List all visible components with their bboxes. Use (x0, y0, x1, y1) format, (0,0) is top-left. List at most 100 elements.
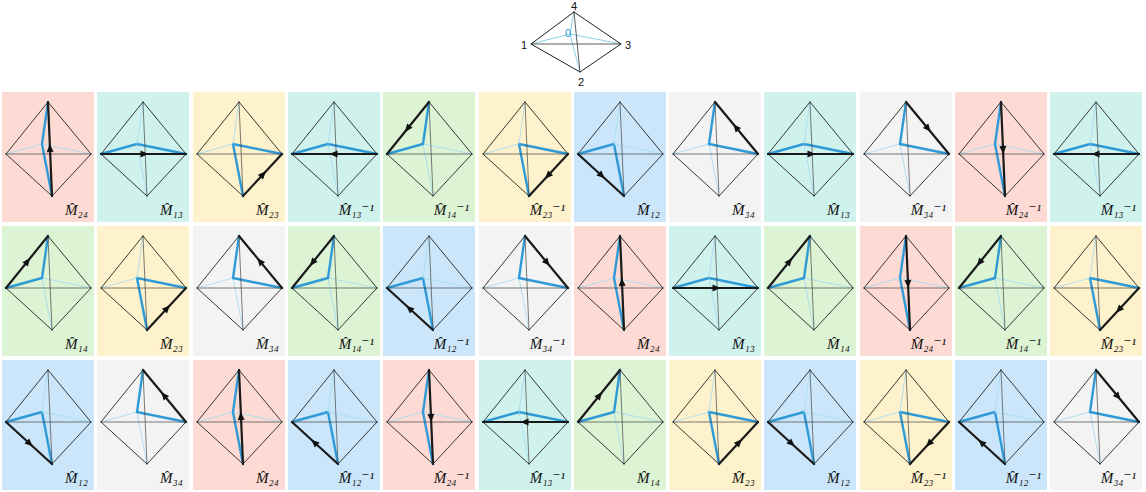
outer-edge (1005, 422, 1044, 464)
outer-edge (52, 422, 91, 464)
move-panel: M̂₁₃⁻¹ (479, 360, 571, 490)
move-label: M̂₂₃⁻¹ (911, 469, 946, 487)
center-edge (101, 144, 137, 154)
outer-edge (906, 102, 949, 154)
outer-edge (1001, 370, 1044, 422)
inner-edge (197, 422, 282, 423)
vertex-label: 1 (521, 39, 527, 51)
move-label: M̂₁₄ (637, 469, 660, 487)
move-panel: M̂₂₃ (193, 92, 285, 222)
move-label: M̂₂₃ (732, 469, 755, 487)
move-panel: M̂₁₄ (2, 226, 94, 356)
center-edge (864, 278, 900, 288)
center-edge (673, 278, 709, 288)
outer-edge (959, 154, 1005, 196)
move-panel: M̂₁₄ (574, 360, 666, 490)
arrow-head (162, 305, 170, 313)
outer-edge (864, 422, 910, 464)
inner-edge (239, 236, 243, 330)
outer-edge (1054, 288, 1100, 330)
move-panel: M̂₂₃ (97, 226, 189, 356)
inner-edge (525, 370, 529, 464)
outer-edge (959, 370, 1001, 422)
outer-edge (429, 236, 472, 288)
outer-edge (433, 154, 472, 196)
move-label: M̂₁₃ (732, 335, 755, 353)
outer-edge (101, 236, 143, 288)
arrow-head (904, 280, 911, 288)
move-panel: M̂₃₄⁻¹ (1050, 360, 1142, 490)
arrow-head (521, 419, 529, 426)
outer-edge (959, 102, 1001, 154)
outer-edge (48, 370, 91, 422)
center-edge (292, 144, 328, 154)
outer-edge (768, 288, 814, 330)
vertex-label: 4 (571, 0, 577, 12)
move-label: M̂₂₃⁻¹ (530, 201, 565, 219)
outer-edge (292, 370, 334, 422)
inner-edge (1054, 288, 1139, 289)
outer-edge (910, 154, 949, 196)
outer-edge (673, 370, 715, 422)
outer-edge (1054, 422, 1100, 464)
move-label: M̂₁₂⁻¹ (1006, 469, 1041, 487)
move-label: M̂₂₃ (160, 335, 183, 353)
path-edge (578, 154, 624, 196)
center-edge (959, 144, 995, 154)
outer-edge (197, 102, 239, 154)
inner-edge (959, 154, 1044, 155)
outer-edge (239, 370, 282, 422)
move-label: M̂₂₃⁻¹ (1101, 335, 1136, 353)
outer-edge (1001, 236, 1044, 288)
arrow-head (594, 392, 602, 400)
outer-edge (101, 102, 143, 154)
arrow-head (545, 170, 553, 178)
outer-edge (239, 236, 282, 288)
outer-edge (673, 422, 719, 464)
arrow-head (1092, 151, 1100, 158)
path-edge (239, 236, 282, 288)
outer-edge (529, 422, 568, 464)
inner-edge (906, 102, 910, 196)
center-edge (1054, 278, 1090, 288)
outer-edge (1001, 102, 1044, 154)
inner-edge (906, 370, 910, 464)
outer-edge (578, 102, 620, 154)
outer-edge (483, 370, 525, 422)
arrow-head (161, 392, 169, 400)
vertex-label: 3 (625, 39, 631, 51)
arrow-head (999, 146, 1006, 154)
outer-edge (1096, 370, 1139, 422)
move-panel: M̂₁₃⁻¹ (288, 92, 380, 222)
inner-edge (1096, 102, 1100, 196)
outer-edge (1005, 154, 1044, 196)
inner-edge (1001, 370, 1005, 464)
center-edge (6, 412, 42, 422)
outer-edge (624, 288, 663, 330)
path-edge (906, 102, 949, 154)
inner-edge (715, 102, 719, 196)
move-panel: M̂₂₃⁻¹ (860, 360, 952, 490)
outer-edge (578, 422, 624, 464)
inner-edge (483, 154, 568, 155)
outer-edge (429, 102, 472, 154)
outer-edge (1096, 236, 1139, 288)
outer-edge (143, 236, 186, 288)
outer-edge (1100, 288, 1139, 330)
outer-edge (719, 154, 758, 196)
outer-edge (959, 288, 1005, 330)
move-label: M̂₃₄ (732, 201, 755, 219)
inner-edge (6, 288, 91, 289)
move-panel: M̂₂₃⁻¹ (479, 92, 571, 222)
inner-edge (239, 102, 243, 196)
outer-edge (6, 288, 52, 330)
move-label: M̂₁₂ (827, 469, 850, 487)
outer-edge (483, 154, 529, 196)
outer-edge (101, 288, 147, 330)
arrow-head (24, 438, 32, 446)
inner-edge (334, 370, 338, 464)
outer-edge (1100, 154, 1139, 196)
center-edge (864, 144, 900, 154)
center-edge (197, 278, 233, 288)
path-edge (1096, 370, 1139, 422)
